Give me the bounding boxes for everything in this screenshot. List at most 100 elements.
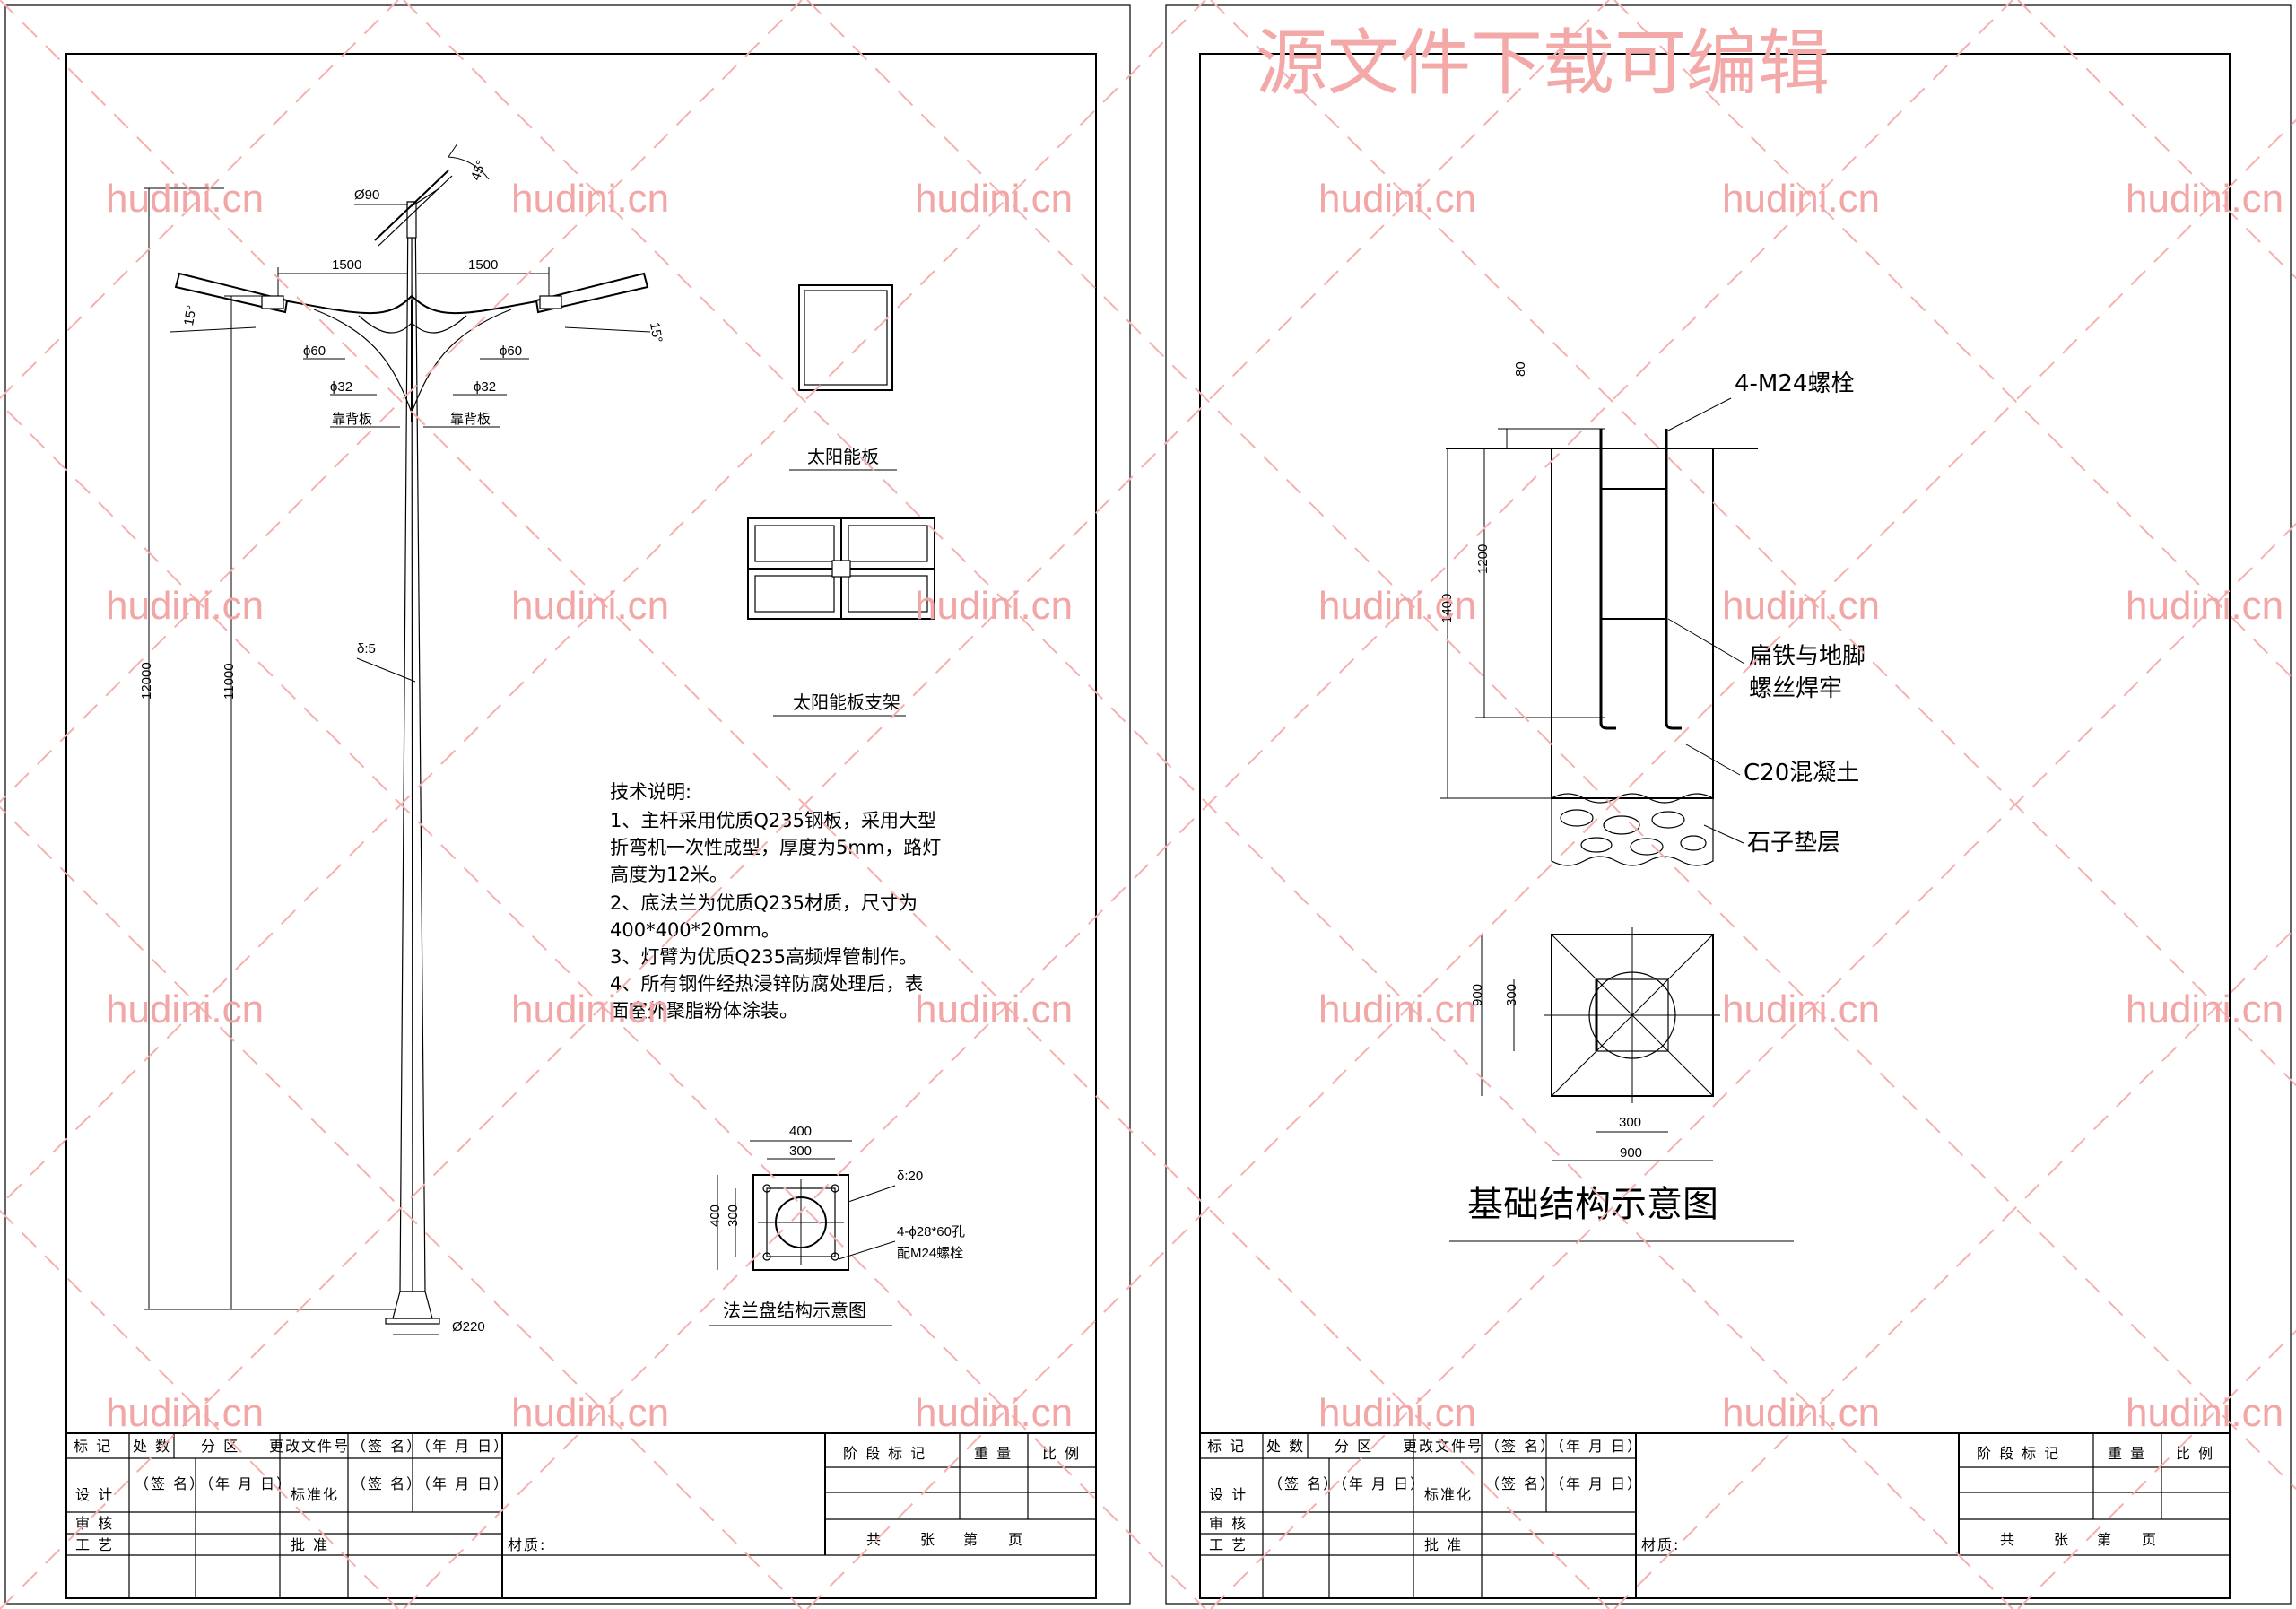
foundation-caption: 基础结构示意图 (1467, 1184, 1718, 1225)
left-brace (358, 315, 413, 334)
right-arm-pipe-label: ϕ60 (500, 344, 522, 359)
weld-label-1: 扁铁与地脚 (1749, 643, 1866, 670)
solar-panel-outline (798, 284, 893, 391)
gravel-label: 石子垫层 (1747, 830, 1840, 857)
tb1-r2-c4: 标准化 (291, 1486, 339, 1503)
flange-hole-tl (762, 1184, 771, 1193)
watermark-text-20: hudini.cn (915, 1391, 1073, 1435)
watermark-line-15 (1210, 522, 2296, 1609)
flange-dim-side-outer: 400 (708, 1205, 723, 1227)
right-backing-curve (411, 309, 512, 413)
tb1-r1-c1: 标 记 (74, 1438, 112, 1455)
note-line-6: 3、灯臂为优质Q235高频焊管制作。 (610, 946, 918, 968)
gravel-stone-6 (1680, 835, 1707, 851)
left-tilt-label: 15° (181, 304, 200, 326)
flange-caption: 法兰盘结构示意图 (723, 1300, 866, 1321)
watermark-line-11 (403, 0, 2013, 1609)
foundation-plan: 900 300 300 900 基础结构示意图 (1449, 927, 1794, 1242)
angle-arc (448, 156, 490, 180)
tb2-r2-c1: 设 计 (1209, 1486, 1248, 1503)
watermark-text-12: hudini.cn (106, 987, 264, 1031)
dim-1400-label: 1400 (1439, 594, 1455, 623)
watermark-top-text: 源文件下载可编辑 (1256, 22, 1830, 105)
tb1-rb-4: 页 (1008, 1531, 1024, 1548)
tb2-r1-c5: （签 名） (1485, 1438, 1556, 1455)
tb2-r1-c2: 处 数 (1266, 1438, 1305, 1455)
tb2-r2-c2: （签 名） (1268, 1475, 1339, 1492)
tb1-frame (65, 1432, 1097, 1599)
dim-1200-label: 1200 (1475, 544, 1491, 574)
sheet-frames (4, 4, 2292, 1605)
solar-panel-edge-2 (378, 175, 453, 247)
tb2-rb-1: 共 (2000, 1531, 2016, 1548)
solar-bracket-arm (411, 187, 440, 207)
watermark-text-9: hudini.cn (1318, 584, 1476, 628)
tb2-r1-c4: 更改文件号 (1403, 1438, 1483, 1455)
watermark-line-6 (0, 402, 1206, 1609)
tb1-r1-c5: （签 名） (352, 1438, 422, 1455)
tb1-rb-3: 第 (963, 1531, 979, 1548)
angle-leader (448, 143, 458, 158)
watermark-text-17: hudini.cn (2126, 987, 2283, 1031)
watermark-text-21: hudini.cn (1318, 1391, 1476, 1435)
note-line-4: 2、底法兰为优质Q235材质，尺寸为 (610, 892, 918, 914)
tb1-rb-2: 张 (920, 1531, 936, 1548)
watermark-text-2: hudini.cn (915, 177, 1073, 221)
watermark-text-7: hudini.cn (511, 584, 669, 628)
tb2-right-3: 比 例 (2176, 1445, 2214, 1462)
flange-thickness-leader (848, 1185, 896, 1203)
note-line-5: 400*400*20mm。 (610, 919, 780, 941)
pole-base-cone (392, 1291, 433, 1319)
watermark-text-6: hudini.cn (106, 584, 264, 628)
note-line-7: 4、所有钢件经热浸锌防腐处理后，表 (610, 973, 923, 995)
tb1-r1-c3: 分 区 (201, 1438, 239, 1455)
notes-title: 技术说明: (610, 781, 691, 803)
tb1-r2-c3: （年 月 日） (199, 1475, 292, 1492)
note-line-3: 高度为12米。 (610, 864, 728, 885)
watermark-text-19: hudini.cn (511, 1391, 669, 1435)
tb2-right-2: 重 量 (2108, 1445, 2146, 1462)
note-line-1: 1、主杆采用优质Q235钢板，采用大型 (610, 810, 936, 831)
tb2-r2-c6: （年 月 日） (1550, 1475, 1643, 1492)
pole-base-plate (385, 1318, 440, 1325)
tb1-rb-1: 共 (866, 1531, 883, 1548)
tb2-frame (1199, 1432, 2231, 1599)
dim-80-label: 80 (1513, 361, 1528, 377)
tb1-right-2: 重 量 (974, 1445, 1013, 1462)
technical-notes: 技术说明: 1、主杆采用优质Q235钢板，采用大型 折弯机一次性成型，厚度为5m… (610, 781, 941, 1022)
title-block-sheet1: 标 记 处 数 分 区 更改文件号 （签 名） （年 月 日） 设 计 （签 名… (65, 1432, 1097, 1599)
title-block-sheet2: 标 记 处 数 分 区 更改文件号 （签 名） （年 月 日） 设 计 （签 名… (1199, 1432, 2231, 1599)
tb2-rb-4: 页 (2142, 1531, 2158, 1548)
plan-900-bottom: 900 (1620, 1145, 1642, 1161)
right-tilt-ref (564, 326, 651, 333)
gravel-label-leader (1703, 824, 1744, 844)
weld-label-leader (1667, 618, 1745, 665)
tb2-r1-c6: （年 月 日） (1550, 1438, 1643, 1455)
tb1-r2-c2: （签 名） (135, 1475, 205, 1492)
solar-bracket-cell-3 (754, 575, 835, 613)
tb1-r4-c2: 批 准 (291, 1536, 329, 1553)
solar-bracket-hub (831, 560, 851, 578)
bolt-label-leader (1667, 397, 1732, 431)
tb2-r2-c3: （年 月 日） (1333, 1475, 1426, 1492)
tb2-r4-c3: 材质: (1641, 1536, 1680, 1553)
left-backing-label: 靠背板 (332, 411, 372, 427)
flange-outline (752, 1174, 849, 1271)
tb2-r4-c2: 批 准 (1424, 1536, 1463, 1553)
solar-bracket-cell-1 (754, 525, 835, 562)
watermark-line-16 (1613, 0, 2296, 683)
watermark-text-13: hudini.cn (511, 987, 669, 1031)
tb1-r1-c2: 处 数 (133, 1438, 171, 1455)
tb2-r1-c1: 标 记 (1207, 1438, 1246, 1455)
height-11000-label: 11000 (222, 663, 237, 700)
right-backing-label: 靠背板 (450, 411, 491, 427)
right-lamp-head (535, 272, 649, 314)
left-brace-label: ϕ32 (330, 379, 352, 395)
plan-300-bottom: 300 (1619, 1115, 1641, 1130)
watermark-text-14: hudini.cn (915, 987, 1073, 1031)
watermark-text-1: hudini.cn (511, 177, 669, 221)
left-arm-length: 1500 (332, 257, 361, 273)
watermark-text-10: hudini.cn (1722, 584, 1880, 628)
pole-top-tube (406, 201, 417, 239)
solar-bracket-label: 太阳能板支架 (793, 691, 900, 713)
